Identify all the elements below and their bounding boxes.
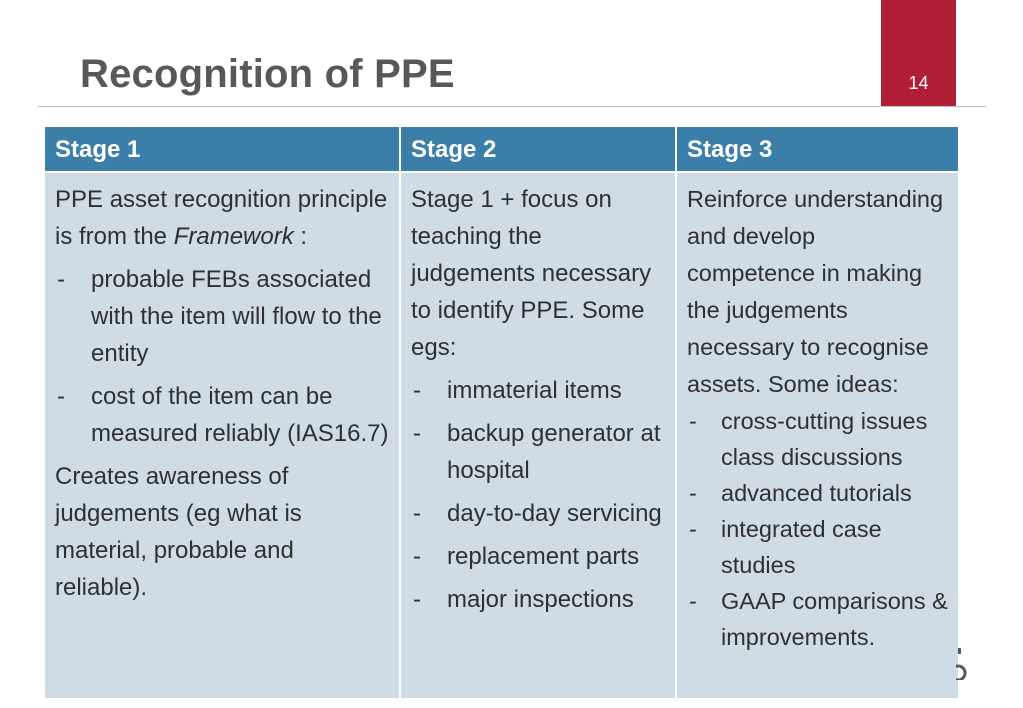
- list-item: replacement parts: [411, 538, 665, 575]
- table-row: PPE asset recognition principle is from …: [43, 171, 960, 700]
- stage-1-bullet-list: probable FEBs associated with the item w…: [55, 261, 389, 452]
- stage-3-intro: Reinforce understanding and develop comp…: [687, 186, 944, 397]
- list-item: cross-cutting issues class discussions: [687, 403, 948, 475]
- stage-3-cell: Reinforce understanding and develop comp…: [675, 171, 960, 700]
- slide-title: Recognition of PPE: [80, 52, 455, 96]
- list-item: backup generator at hospital: [411, 415, 665, 489]
- logo-fragment-icon: [949, 640, 978, 682]
- title-divider: [38, 106, 986, 107]
- stage-2-bullet-list: immaterial items backup generator at hos…: [411, 372, 665, 618]
- list-item: advanced tutorials: [687, 475, 948, 511]
- list-item: integrated case studies: [687, 511, 948, 583]
- list-item: immaterial items: [411, 372, 665, 409]
- stage-1-intro-after: :: [293, 223, 308, 250]
- header-stage-3: Stage 3: [675, 127, 960, 173]
- list-item: day-to-day servicing: [411, 495, 665, 532]
- header-stage-1: Stage 1: [43, 127, 401, 173]
- list-item: cost of the item can be measured reliabl…: [55, 378, 389, 452]
- list-item: GAAP comparisons & improvements.: [687, 583, 948, 655]
- list-item: probable FEBs associated with the item w…: [55, 261, 389, 372]
- page-number: 14: [908, 73, 929, 93]
- list-item: major inspections: [411, 581, 665, 618]
- stage-1-cell: PPE asset recognition principle is from …: [43, 171, 401, 700]
- stage-1-intro-text: PPE asset recognition principle is from …: [55, 186, 388, 250]
- page-number-tab: 14: [881, 0, 956, 106]
- table-header-row: Stage 1 Stage 2 Stage 3: [43, 127, 960, 173]
- header-stage-2: Stage 2: [399, 127, 677, 173]
- stage-2-intro: Stage 1 + focus on teaching the judgemen…: [411, 186, 652, 361]
- stage-1-intro-emphasis: Framework: [173, 223, 294, 250]
- stage-1-intro: PPE asset recognition principle is from …: [55, 181, 389, 255]
- stages-table: Stage 1 Stage 2 Stage 3 PPE asset recogn…: [43, 127, 960, 700]
- stage-2-cell: Stage 1 + focus on teaching the judgemen…: [399, 171, 677, 700]
- stage-3-bullet-list: cross-cutting issues class discussions a…: [687, 403, 948, 655]
- stage-1-closing: Creates awareness of judgements (eg what…: [55, 463, 302, 601]
